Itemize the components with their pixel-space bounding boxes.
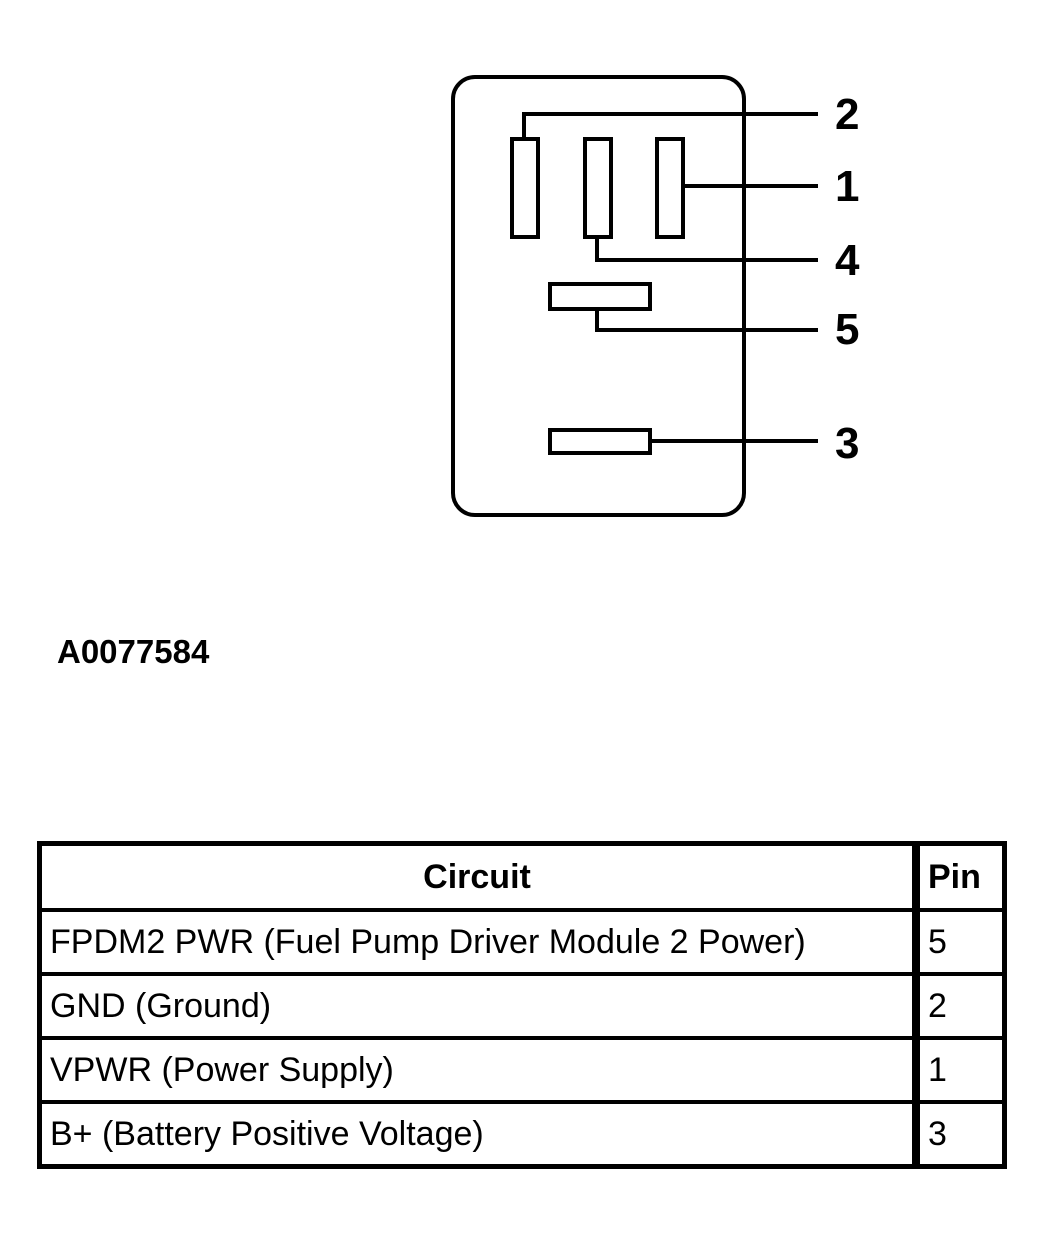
table-header-row: Circuit Pin bbox=[37, 841, 1007, 912]
terminal-pin-5 bbox=[548, 282, 652, 311]
cell-pin: 3 bbox=[912, 1100, 1007, 1169]
pin-label-1: 1 bbox=[835, 162, 859, 211]
connector-housing bbox=[451, 75, 746, 517]
cell-circuit: B+ (Battery Positive Voltage) bbox=[37, 1100, 918, 1169]
leader-line-pin-4 bbox=[595, 237, 818, 262]
terminal-pin-2 bbox=[510, 137, 540, 239]
header-pin: Pin bbox=[912, 841, 1007, 912]
table-row: GND (Ground) 2 bbox=[37, 972, 1007, 1040]
leader-line-pin-2 bbox=[522, 112, 818, 139]
terminal-pin-3 bbox=[548, 428, 652, 455]
cell-circuit: VPWR (Power Supply) bbox=[37, 1036, 918, 1104]
cell-circuit: FPDM2 PWR (Fuel Pump Driver Module 2 Pow… bbox=[37, 908, 918, 976]
pin-label-2: 2 bbox=[835, 90, 859, 139]
cell-pin: 1 bbox=[912, 1036, 1007, 1104]
pinout-table: Circuit Pin FPDM2 PWR (Fuel Pump Driver … bbox=[37, 841, 1007, 1169]
figure-id: A0077584 bbox=[57, 633, 210, 670]
connector-diagram: 2 1 4 5 3 bbox=[451, 75, 860, 517]
table-row: B+ (Battery Positive Voltage) 3 bbox=[37, 1100, 1007, 1169]
leader-line-pin-5 bbox=[595, 309, 818, 332]
cell-pin: 2 bbox=[912, 972, 1007, 1040]
table-row: VPWR (Power Supply) 1 bbox=[37, 1036, 1007, 1104]
terminal-pin-1 bbox=[655, 137, 685, 239]
pin-label-5: 5 bbox=[835, 305, 859, 354]
cell-circuit: GND (Ground) bbox=[37, 972, 918, 1040]
header-circuit: Circuit bbox=[37, 841, 918, 912]
terminal-pin-4 bbox=[583, 137, 613, 239]
pin-label-3: 3 bbox=[835, 419, 859, 468]
table-row: FPDM2 PWR (Fuel Pump Driver Module 2 Pow… bbox=[37, 908, 1007, 976]
cell-pin: 5 bbox=[912, 908, 1007, 976]
pin-label-4: 4 bbox=[835, 236, 860, 285]
